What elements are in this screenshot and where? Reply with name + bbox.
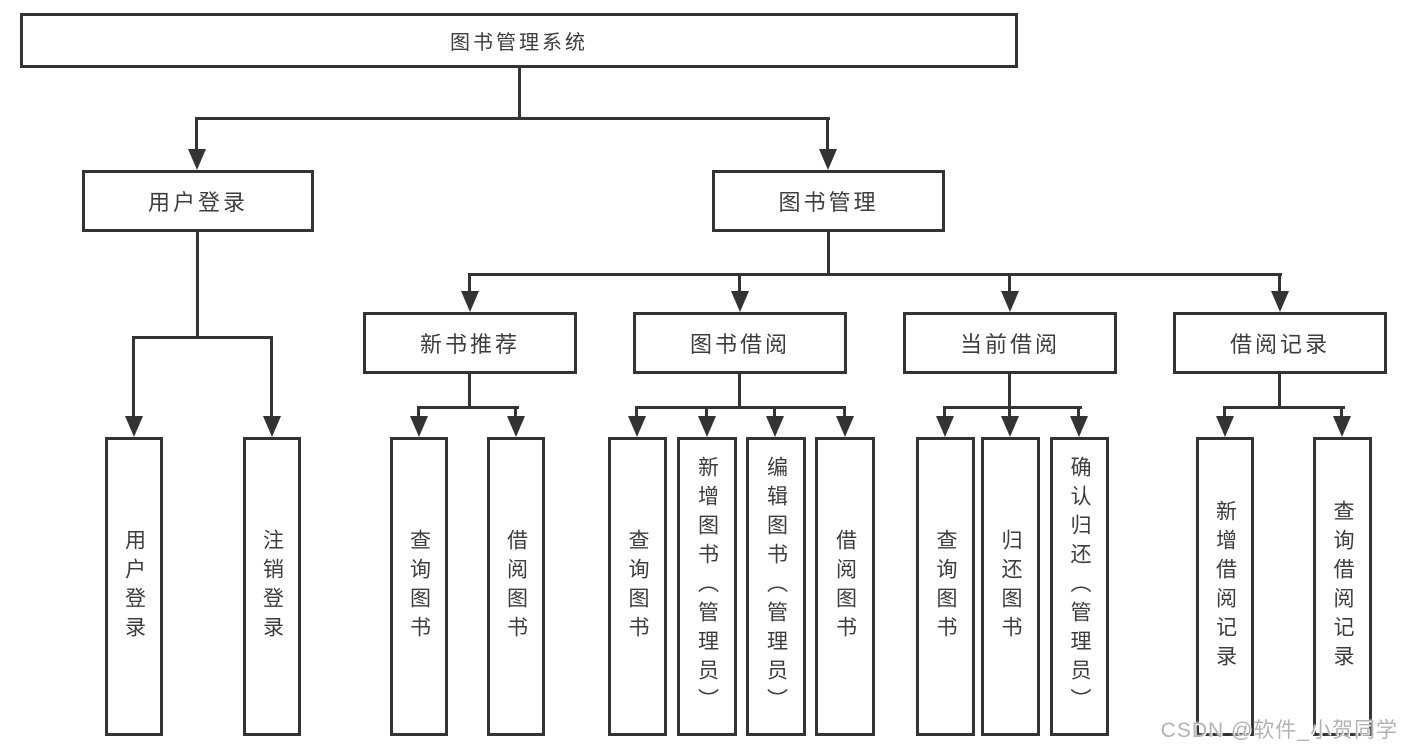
connector-group2-bus (635, 406, 846, 409)
arrowhead-g4-leaf1 (1216, 416, 1234, 437)
connector-group4-stem (1278, 374, 1281, 409)
connector-level2-bus (468, 273, 1282, 276)
leaf-logout: 注销登录 (243, 437, 301, 736)
arrowhead-g3-leaf2 (1001, 416, 1019, 437)
arrowhead-book-mgmt (819, 149, 837, 170)
node-user-login-branch: 用户登录 (82, 170, 314, 232)
connector-user-login-bus (132, 336, 273, 339)
node-root-label: 图书管理系统 (450, 32, 588, 54)
node-new-book-recommend-label: 新书推荐 (419, 332, 520, 357)
arrowhead-g3-leaf3 (1070, 416, 1088, 437)
leaf-add-borrow-record-label: 新增借阅记录 (1213, 499, 1237, 674)
leaf-borrow-books-1: 借阅图书 (487, 437, 545, 736)
connector-group1-stem (468, 374, 471, 409)
connector-book-mgmt-drop (826, 117, 829, 151)
leaf-add-borrow-record: 新增借阅记录 (1196, 437, 1254, 736)
connector-g2-leaf4-drop (843, 406, 846, 419)
leaf-query-books-1: 查询图书 (390, 437, 448, 736)
arrowhead-group1 (461, 291, 479, 312)
connector-group2-stem (738, 374, 741, 409)
connector-root-stem (518, 68, 521, 120)
connector-group4-drop (1278, 273, 1281, 293)
leaf-borrow-books-1-label: 借阅图书 (504, 528, 528, 645)
connector-g4-leaf2-drop (1340, 406, 1343, 419)
connector-g2-leaf1-drop (635, 406, 638, 419)
connector-group4-bus (1223, 406, 1345, 409)
leaf-query-books-1-label: 查询图书 (407, 528, 431, 645)
leaf-query-books-3-label: 查询图书 (934, 528, 957, 645)
leaf-borrow-books-2: 借阅图书 (815, 437, 875, 736)
connector-g2-leaf2-drop (705, 406, 708, 419)
connector-group3-stem (1008, 374, 1011, 409)
leaf-confirm-return-admin: 确认归还（管理员） (1050, 437, 1109, 736)
connector-g2-leaf3-drop (773, 406, 776, 419)
arrowhead-g2-leaf2 (698, 416, 716, 437)
node-current-borrowing: 当前借阅 (903, 312, 1117, 374)
leaf-query-books-2-label: 查询图书 (626, 528, 649, 645)
connector-g1-leaf1-drop (417, 406, 420, 419)
connector-g3-leaf3-drop (1077, 406, 1080, 419)
arrowhead-leaf-user-login (125, 416, 143, 437)
leaf-query-books-3: 查询图书 (916, 437, 975, 736)
leaf-add-books-admin: 新增图书（管理员） (677, 437, 737, 736)
connector-book-mgmt-stem (827, 232, 830, 276)
connector-group2-drop (738, 273, 741, 293)
node-new-book-recommend: 新书推荐 (363, 312, 577, 374)
connector-leaf-user-login-drop (132, 336, 135, 418)
leaf-query-borrow-record: 查询借阅记录 (1313, 437, 1372, 736)
leaf-user-login: 用户登录 (105, 437, 163, 736)
leaf-query-books-2: 查询图书 (608, 437, 667, 736)
connector-user-login-stem (196, 232, 199, 339)
leaf-add-books-admin-label: 新增图书（管理员） (695, 456, 719, 717)
node-book-management-label: 图书管理 (778, 190, 879, 215)
csdn-watermark: CSDN @软件_小贺同学 (1160, 719, 1398, 742)
node-book-management: 图书管理 (712, 170, 945, 232)
connector-g3-leaf2-drop (1008, 406, 1011, 419)
connector-g4-leaf1-drop (1223, 406, 1226, 419)
connector-g3-leaf1-drop (943, 406, 946, 419)
arrowhead-g2-leaf1 (628, 416, 646, 437)
arrowhead-group2 (731, 291, 749, 312)
connector-group3-bus (943, 406, 1082, 409)
node-root: 图书管理系统 (20, 13, 1018, 68)
arrowhead-user-login (188, 149, 206, 170)
node-borrow-records-label: 借阅记录 (1229, 332, 1330, 357)
arrowhead-group3 (1001, 291, 1019, 312)
node-current-borrowing-label: 当前借阅 (959, 332, 1060, 357)
leaf-confirm-return-admin-label: 确认归还（管理员） (1068, 456, 1091, 717)
leaf-query-borrow-record-label: 查询借阅记录 (1331, 499, 1354, 674)
connector-group3-drop (1008, 273, 1011, 293)
leaf-user-login-label: 用户登录 (122, 528, 146, 645)
node-book-borrowing: 图书借阅 (633, 312, 847, 374)
node-user-login-branch-label: 用户登录 (147, 190, 248, 215)
leaf-return-books: 归还图书 (981, 437, 1040, 736)
arrowhead-g1-leaf2 (507, 416, 525, 437)
arrowhead-g4-leaf2 (1333, 416, 1351, 437)
arrowhead-g2-leaf4 (836, 416, 854, 437)
leaf-edit-books-admin-label: 编辑图书（管理员） (764, 456, 788, 717)
connector-group1-bus (417, 406, 519, 409)
arrowhead-g2-leaf3 (766, 416, 784, 437)
node-book-borrowing-label: 图书借阅 (689, 332, 790, 357)
arrowhead-g1-leaf1 (410, 416, 428, 437)
arrowhead-leaf-logout (263, 416, 281, 437)
connector-level1-bus (195, 117, 830, 120)
connector-g1-leaf2-drop (514, 406, 517, 419)
arrowhead-group4 (1271, 291, 1289, 312)
leaf-edit-books-admin: 编辑图书（管理员） (746, 437, 806, 736)
leaf-logout-label: 注销登录 (260, 528, 284, 645)
connector-user-login-drop (195, 117, 198, 151)
connector-group1-drop (468, 273, 471, 293)
leaf-borrow-books-2-label: 借阅图书 (833, 528, 857, 645)
connector-leaf-logout-drop (270, 336, 273, 418)
arrowhead-g3-leaf1 (936, 416, 954, 437)
leaf-return-books-label: 归还图书 (999, 528, 1022, 645)
node-borrow-records: 借阅记录 (1173, 312, 1387, 374)
